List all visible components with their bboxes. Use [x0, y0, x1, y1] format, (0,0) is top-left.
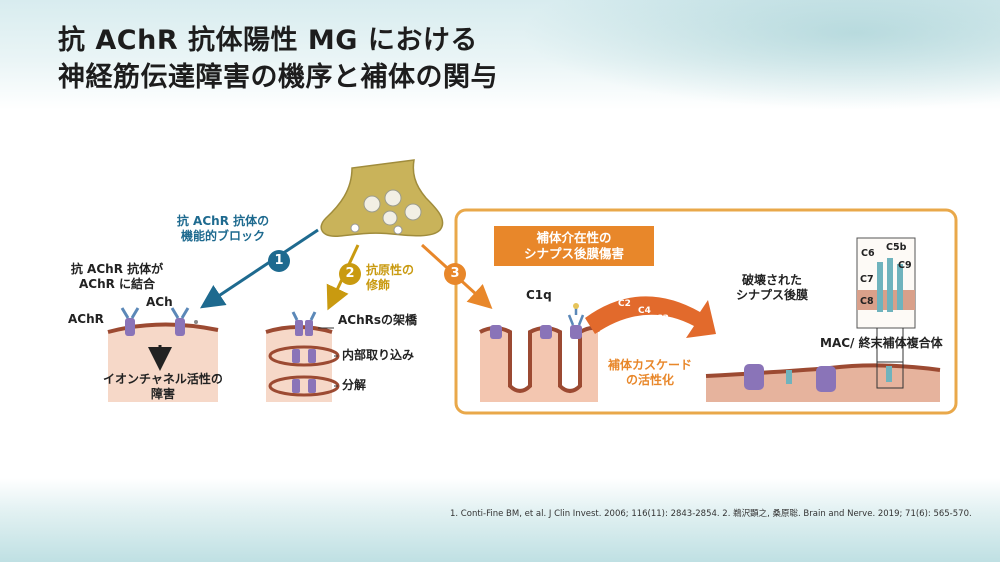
ion-channel-line-2: 障害 — [150, 387, 175, 401]
mac-inset — [856, 237, 916, 362]
title-line-2: 神経筋伝達障害の機序と補体の関与 — [58, 62, 498, 93]
cascade-c3: C3 — [656, 314, 669, 324]
ach-label: ACh — [146, 295, 173, 309]
cascade-line-1: 補体カスケード — [607, 358, 692, 372]
footer-background — [0, 478, 1000, 562]
degradation-label: 分解 — [342, 378, 367, 392]
c1q-label: C1q — [526, 288, 552, 302]
achr-label: AChR — [68, 312, 104, 326]
mechanism-1-heading-line-1: 抗 AChR 抗体の — [176, 214, 270, 228]
destroyed-membrane-label: 破壊された シナプス後膜 — [720, 273, 824, 303]
mac-c7: C7 — [860, 274, 874, 285]
title-line-1: 抗 AChR 抗体陽性 MG における — [58, 25, 478, 56]
cascade-c4: C4 — [638, 306, 651, 316]
destroyed-line-2: シナプス後膜 — [735, 288, 808, 302]
cascade-c2: C2 — [618, 299, 631, 309]
complement-callout: 補体介在性の シナプス後膜傷害 — [494, 226, 654, 266]
mechanism-1-heading: 抗 AChR 抗体の 機能的ブロック — [168, 214, 278, 244]
ion-channel-line-1: イオンチャネル活性の — [103, 372, 223, 386]
antibody-binding-label: 抗 AChR 抗体が AChR に結合 — [62, 262, 172, 292]
cascade-line-2: の活性化 — [625, 373, 674, 387]
internalization-label: 内部取り込み — [342, 348, 415, 362]
page-title: 抗 AChR 抗体陽性 MG における 神経筋伝達障害の機序と補体の関与 — [58, 22, 498, 96]
callout-line-2: シナプス後膜傷害 — [523, 246, 624, 261]
mac-c6: C6 — [861, 248, 875, 259]
ion-channel-impairment-label: イオンチャネル活性の 障害 — [98, 372, 228, 402]
mac-c9: C9 — [898, 260, 912, 271]
arrow-mechanism-1 — [200, 228, 319, 309]
crosslinking-label: AChRsの架橋 — [338, 313, 418, 327]
badge-1: 1 — [268, 250, 290, 272]
header-background — [0, 0, 1000, 110]
badge-3: 3 — [444, 263, 466, 285]
mechanism-2-heading-line-2: 修飾 — [366, 278, 391, 292]
mac-c5b: C5b — [886, 242, 907, 253]
panel-1-functional-block — [107, 307, 219, 402]
mac-label: MAC/ 終末補体複合体 — [820, 336, 943, 350]
antibody-binding-line-2: AChR に結合 — [78, 277, 156, 291]
cascade-arrow — [585, 296, 716, 338]
mac-c8: C8 — [860, 296, 874, 307]
callout-line-1: 補体介在性の — [536, 230, 612, 245]
cascade-activation-label: 補体カスケード の活性化 — [598, 358, 702, 388]
antibody-binding-line-1: 抗 AChR 抗体が — [70, 262, 164, 276]
panel-3-destroyed-membrane — [705, 361, 941, 402]
cascade-c5: C5 — [674, 324, 687, 334]
panel-3-synaptic-folds — [479, 303, 600, 402]
citation: 1. Conti-Fine BM, et al. J Clin Invest. … — [450, 509, 972, 519]
mechanism-2-heading-line-1: 抗原性の — [366, 263, 415, 277]
panel-2-antigenic-modulation — [265, 311, 340, 402]
badge-2: 2 — [339, 263, 361, 285]
nerve-terminal — [320, 159, 444, 237]
mechanism-1-heading-line-2: 機能的ブロック — [180, 229, 265, 243]
mechanism-2-heading: 抗原性の 修飾 — [366, 263, 414, 293]
destroyed-line-1: 破壊された — [741, 273, 802, 287]
panel-3-border — [454, 208, 958, 415]
